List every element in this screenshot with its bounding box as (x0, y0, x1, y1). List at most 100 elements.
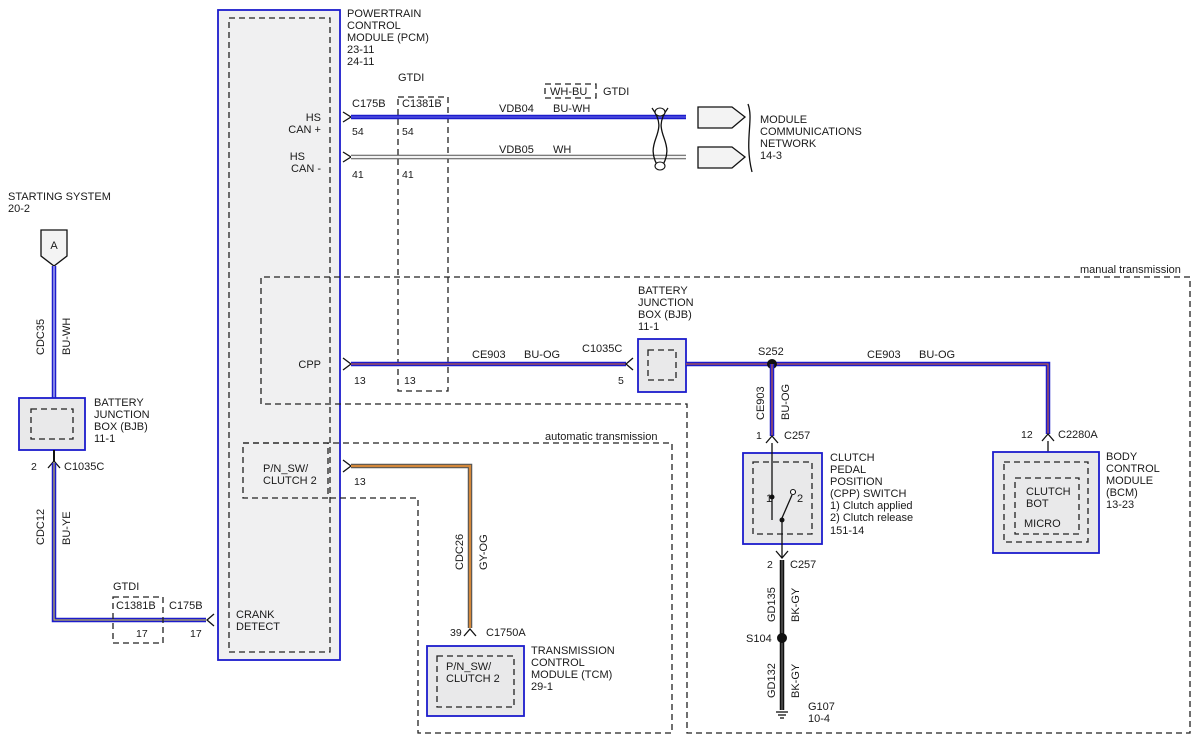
starting-pin-2: 2 (31, 461, 37, 473)
starting-wire2-color: BU-YE (61, 511, 73, 545)
manual-wire2-color: BU-OG (919, 349, 955, 361)
c1381b-gtdi-box (397, 96, 449, 392)
starting-bjb-inner (30, 408, 74, 440)
manual-vert-color: BU-OG (780, 384, 792, 420)
starting-c1381b-box (112, 596, 164, 644)
can-pin-41-b: 41 (402, 169, 414, 181)
twisted-pair-icon (651, 107, 669, 171)
bcm-box[interactable] (992, 451, 1100, 554)
c1750a-connector-icon (463, 628, 477, 637)
starting-gtdi: GTDI (113, 581, 139, 593)
automatic-transmission-outline (243, 442, 673, 734)
svg-text:24-11: 24-11 (347, 56, 374, 68)
pcm-pn-sw-box (242, 442, 329, 499)
pcm-module[interactable] (217, 9, 341, 661)
starting-c1035c: C1035C (64, 461, 104, 473)
auto-c1750a: C1750A (486, 627, 526, 639)
manual-pin-12: 12 (1021, 429, 1033, 441)
tcm-box[interactable] (426, 645, 525, 717)
cpp-switch-icon (769, 443, 797, 558)
pn-sw-connector-icon (342, 459, 353, 473)
pcm-pin-crank-2: DETECT (236, 621, 280, 633)
svg-text:MODULE (TCM): MODULE (TCM) (531, 669, 612, 681)
can-alt-color-box (544, 83, 597, 99)
bcm-inner-2: BOT (1026, 498, 1049, 510)
manual-c1035c: C1035C (582, 343, 622, 355)
automatic-transmission-label: automatic transmission (545, 431, 658, 443)
c2280a-connector-icon (1041, 433, 1055, 442)
starting-c1381b: C1381B (116, 600, 156, 612)
starting-pin-17b: 17 (190, 628, 202, 640)
auto-wire-color: GY-OG (478, 534, 490, 570)
manual-vert-circuit: CE903 (755, 386, 767, 420)
svg-text:CONTROL: CONTROL (347, 20, 401, 32)
tcm-label: TRANSMISSION CONTROL MODULE (TCM) 29-1 (531, 645, 615, 693)
svg-text:(CPP) SWITCH: (CPP) SWITCH (830, 488, 906, 500)
starting-wire1-color: BU-WH (61, 318, 73, 355)
starting-bjb-label: BATTERY JUNCTION BOX (BJB) 11-1 (94, 397, 150, 445)
can-top-color: BU-WH (553, 103, 590, 115)
starting-system-title: STARTING SYSTEM 20-2 (8, 191, 111, 215)
svg-text:NETWORK: NETWORK (760, 138, 817, 150)
starting-bjb-box[interactable] (18, 397, 86, 451)
svg-text:CLUTCH: CLUTCH (830, 452, 875, 464)
can-c1381b: C1381B (402, 98, 442, 110)
manual-wire-color: BU-OG (524, 349, 560, 361)
tcm-inner-2: CLUTCH 2 (446, 673, 500, 685)
network-break-icon (747, 103, 753, 173)
pcm-pin-pn-sw-1: P/N_SW/ (263, 463, 309, 475)
svg-text:(BCM): (BCM) (1106, 487, 1138, 499)
c257-top-connector-icon (765, 435, 779, 444)
ground-g107-label: G107 10-4 (808, 701, 835, 725)
manual-bjb-box[interactable] (637, 338, 687, 393)
cpp-switch-label: CLUTCH PEDAL POSITION (CPP) SWITCH 1) Cl… (830, 452, 913, 537)
tcm-inner-1: P/N_SW/ (446, 661, 492, 673)
svg-text:1) Clutch applied: 1) Clutch applied (830, 500, 913, 512)
auto-pin-13: 13 (354, 476, 366, 488)
bcm-label: BODY CONTROL MODULE (BCM) 13-23 (1106, 451, 1160, 511)
module-communications-network-label: MODULE COMMUNICATIONS NETWORK 14-3 (760, 114, 862, 162)
pcm-pin-hs-can-minus-1: HS (290, 151, 305, 163)
manual-gd132-color: BK-GY (790, 663, 802, 698)
cpp-pos-2: 2 (797, 493, 803, 505)
manual-bjb-inner (647, 349, 677, 381)
svg-text:11-1: 11-1 (638, 321, 659, 333)
manual-transmission-label: manual transmission (1080, 264, 1181, 276)
wire-cdc12[interactable] (51, 463, 206, 623)
svg-text:POWERTRAIN: POWERTRAIN (347, 8, 421, 20)
wire-ce903-right[interactable] (686, 361, 1051, 434)
svg-text:POSITION: POSITION (830, 476, 883, 488)
wire-cdc26[interactable] (351, 463, 473, 628)
svg-text:MODULE: MODULE (1106, 475, 1153, 487)
pcm-pin-crank-1: CRANK (236, 609, 275, 621)
tcm-inner (436, 655, 515, 708)
c257-bottom-connector-icon (775, 550, 789, 559)
svg-text:TRANSMISSION: TRANSMISSION (531, 645, 615, 657)
svg-text:2) Clutch release: 2) Clutch release (830, 512, 913, 524)
splice-s104-icon (777, 633, 787, 643)
manual-c257a: C257 (784, 430, 810, 442)
manual-gd135-color: BK-GY (790, 587, 802, 622)
manual-wire-circuit: CE903 (472, 349, 506, 361)
auto-wire-circuit: CDC26 (454, 534, 466, 570)
can-alt-color: WH-BU (550, 86, 587, 98)
svg-text:PEDAL: PEDAL (830, 464, 866, 476)
svg-text:JUNCTION: JUNCTION (94, 409, 150, 421)
svg-text:20-2: 20-2 (8, 203, 30, 215)
manual-pin-1: 1 (756, 430, 762, 442)
pcm-pin-hs-can-plus-1: HS (306, 112, 321, 124)
svg-text:13-23: 13-23 (1106, 499, 1134, 511)
can-bot-color: WH (553, 144, 571, 156)
bcm-outer-dash (1003, 461, 1089, 543)
svg-text:23-11: 23-11 (347, 44, 374, 56)
manual-pin-5: 5 (618, 375, 624, 387)
manual-transmission-outline (260, 276, 1191, 734)
starting-wire2-circuit: CDC12 (35, 509, 47, 545)
bcm-inner-1: CLUTCH (1026, 486, 1071, 498)
can-gtdi-label: GTDI (398, 72, 424, 84)
can-c175b: C175B (352, 98, 386, 110)
manual-splice: S252 (758, 346, 784, 358)
cpp-pcm-connector-icon (342, 357, 353, 371)
manual-c2280a: C2280A (1058, 429, 1098, 441)
